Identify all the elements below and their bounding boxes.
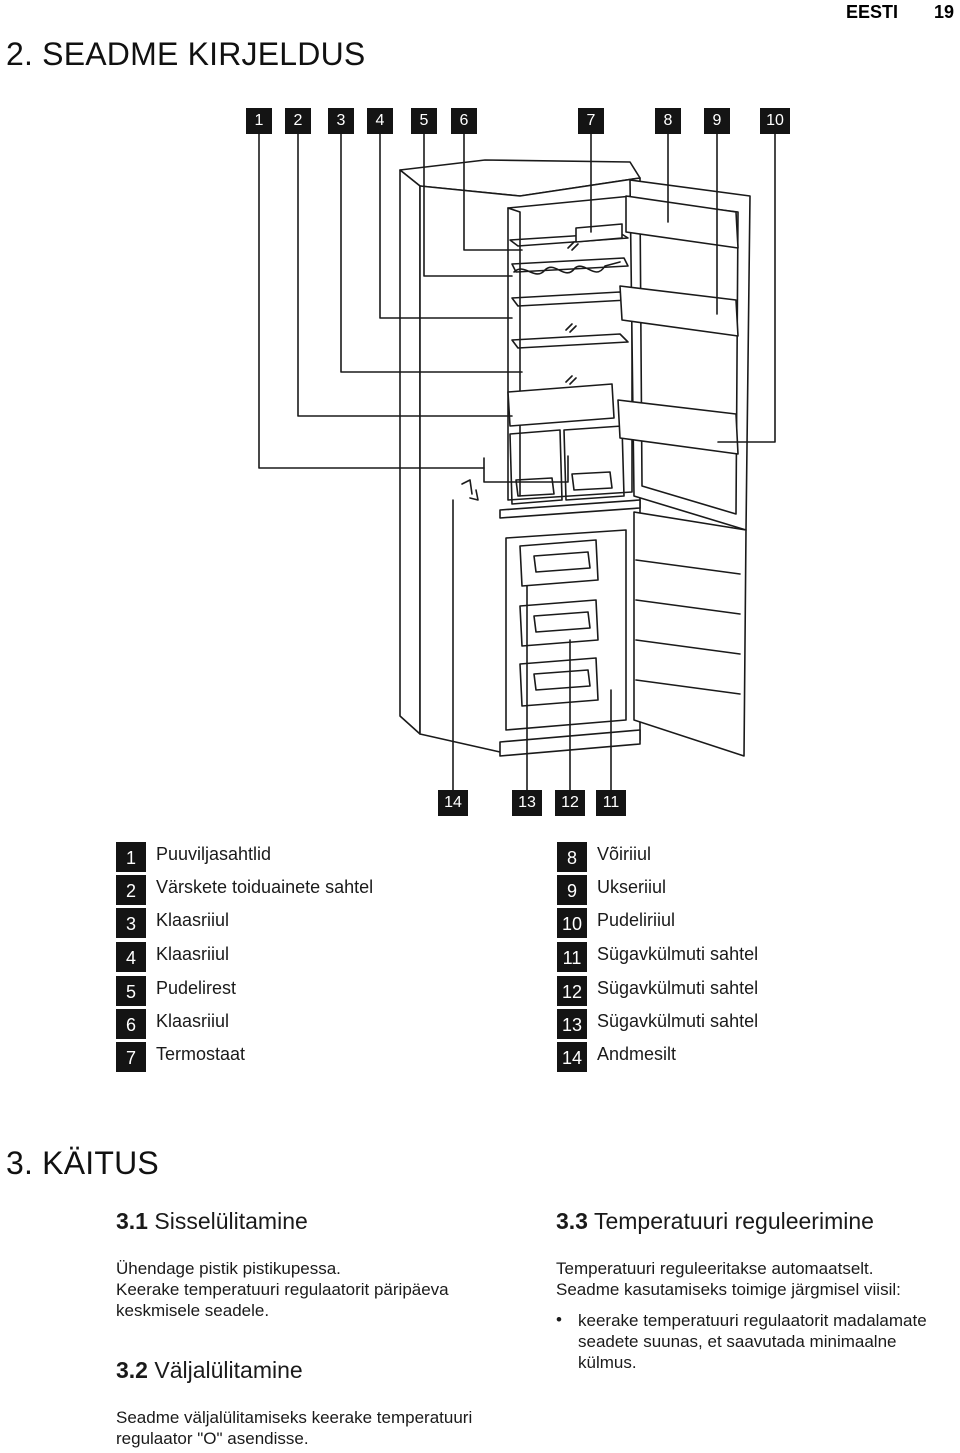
legend-label: Ukseriiul <box>597 877 667 897</box>
subsection-number: 3.2 <box>116 1357 148 1383</box>
callout-9: 9 <box>704 108 730 134</box>
text-line: seadete suunas, et saavutada minimaalne <box>578 1332 897 1351</box>
callout-7: 7 <box>578 108 604 134</box>
legend-label: Klaasriiul <box>156 910 230 930</box>
bullet-symbol: • <box>556 1310 562 1329</box>
subsection-title-temperature-regulation: 3.3 Temperatuuri reguleerimine <box>556 1208 874 1235</box>
subsection-number: 3.1 <box>116 1208 148 1234</box>
page-number: 19 <box>934 2 955 22</box>
text-line: külmus. <box>578 1353 637 1372</box>
text-line: keerake temperatuuri regulaatorit madala… <box>578 1311 927 1330</box>
section-title-operation: 3. KÄITUS <box>6 1145 159 1181</box>
legend-number: 10 <box>557 908 587 938</box>
text-line: Temperatuuri reguleeritakse automaatselt… <box>556 1259 874 1278</box>
subsection-number: 3.3 <box>556 1208 588 1234</box>
legend-label: Võiriiul <box>597 844 652 864</box>
legend-label: Värskete toiduainete sahtel <box>156 877 374 897</box>
legend-number: 12 <box>557 976 587 1006</box>
text-line: Seadme väljalülitamiseks keerake tempera… <box>116 1408 473 1427</box>
legend-label: Andmesilt <box>597 1044 677 1064</box>
switch-off-text: Seadme väljalülitamiseks keerake tempera… <box>116 1407 536 1449</box>
callout-1: 1 <box>246 108 272 134</box>
legend-number: 14 <box>557 1042 587 1072</box>
legend-number: 4 <box>116 942 146 972</box>
callout-2: 2 <box>285 108 311 134</box>
legend-number: 13 <box>557 1009 587 1039</box>
subsection-label: Sisselülitamine <box>154 1208 308 1234</box>
text-line: Keerake temperatuuri regulaatorit päripä… <box>116 1280 449 1299</box>
legend-label: Pudeliriiul <box>597 910 676 930</box>
legend-label: Sügavkülmuti sahtel <box>597 944 759 964</box>
bullet-text: keerake temperatuuri regulaatorit madala… <box>578 1310 960 1373</box>
text-line: keskmisele seadele. <box>116 1301 270 1320</box>
fridge-diagram <box>258 132 776 791</box>
text-line: Seadme kasutamiseks toimige järgmisel vi… <box>556 1280 901 1299</box>
switch-on-text: Ühendage pistik pistikupessa. Keerake te… <box>116 1258 536 1321</box>
legend-number: 8 <box>557 842 587 872</box>
legend-number: 11 <box>557 942 587 972</box>
subsection-title-switch-off: 3.2 Väljalülitamine <box>116 1357 303 1384</box>
legend-label: Klaasriiul <box>156 1011 230 1031</box>
subsection-label: Väljalülitamine <box>154 1357 303 1383</box>
temperature-regulation-text: Temperatuuri reguleeritakse automaatselt… <box>556 1258 960 1300</box>
header-language: EESTI <box>846 2 899 22</box>
callout-10: 10 <box>760 108 790 134</box>
legend-number: 9 <box>557 875 587 905</box>
legend-label: Pudelirest <box>156 978 237 998</box>
callout-12: 12 <box>555 790 585 816</box>
text-line: regulaator "O" asendisse. <box>116 1429 309 1448</box>
legend-number: 7 <box>116 1042 146 1072</box>
section-title-device-description: 2. SEADME KIRJELDUS <box>6 36 366 72</box>
text-line: Ühendage pistik pistikupessa. <box>116 1259 341 1278</box>
callout-4: 4 <box>367 108 393 134</box>
legend-label: Klaasriiul <box>156 944 230 964</box>
subsection-label: Temperatuuri reguleerimine <box>593 1208 874 1234</box>
legend-number: 3 <box>116 908 146 938</box>
legend-label: Sügavkülmuti sahtel <box>597 978 759 998</box>
callout-5: 5 <box>411 108 437 134</box>
callout-3: 3 <box>328 108 354 134</box>
callout-11: 11 <box>596 790 626 816</box>
callout-6: 6 <box>451 108 477 134</box>
legend-label: Termostaat <box>156 1044 246 1064</box>
subsection-title-switch-on: 3.1 Sisselülitamine <box>116 1208 308 1235</box>
callout-14: 14 <box>438 790 468 816</box>
callout-13: 13 <box>512 790 542 816</box>
legend-label: Sügavkülmuti sahtel <box>597 1011 759 1031</box>
callout-8: 8 <box>655 108 681 134</box>
legend-number: 1 <box>116 842 146 872</box>
legend-number: 6 <box>116 1009 146 1039</box>
legend-label: Puuviljasahtlid <box>156 844 272 864</box>
legend-number: 2 <box>116 875 146 905</box>
legend-number: 5 <box>116 976 146 1006</box>
